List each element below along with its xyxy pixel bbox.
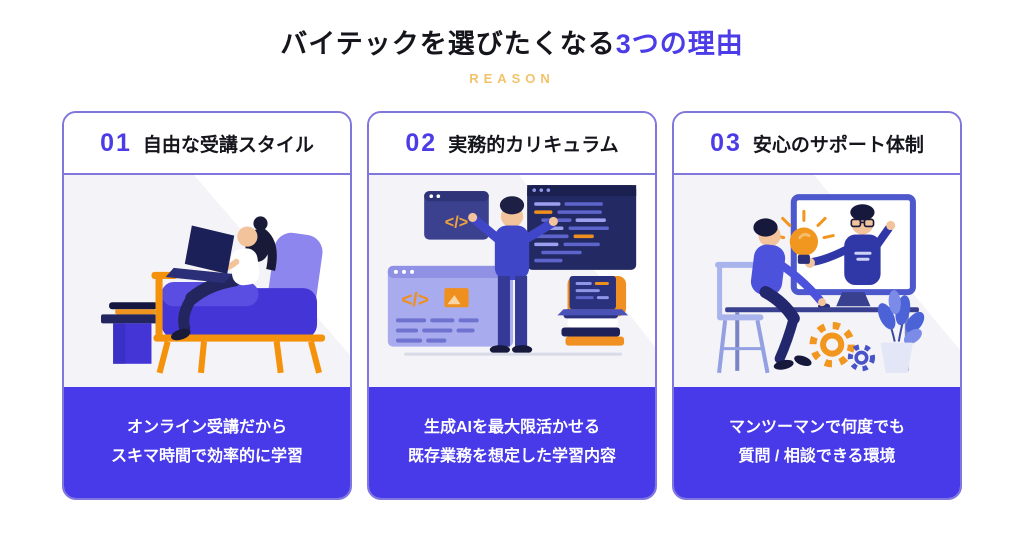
- card-3-header: 03 安心のサポート体制: [674, 113, 960, 174]
- woman-on-sofa-with-laptop-illustration: [64, 173, 350, 388]
- developer-with-code-windows-illustration: </>: [369, 173, 655, 388]
- online-mentor-support-illustration: [674, 173, 960, 388]
- card-3-desc-line-2: 質問 / 相談できる環境: [738, 447, 896, 465]
- card-2-number: 02: [405, 128, 438, 157]
- reason-cards-row: 01 自由な受講スタイル: [0, 111, 1024, 501]
- section-title-accent: 3つの理由: [615, 29, 744, 59]
- sofa-illustration-svg: [64, 175, 350, 388]
- reason-label: REASON: [469, 71, 555, 87]
- card-2-description: 生成AIを最大限活かせる 既存業務を想定した学習内容: [369, 387, 655, 499]
- card-1-desc-line-1: オンライン受講だから: [126, 419, 287, 437]
- reason-card-2: 02 実務的カリキュラム </>: [367, 111, 657, 501]
- card-1-title: 自由な受講スタイル: [142, 134, 314, 156]
- section-title: バイテックを選びたくなる3つの理由: [0, 28, 1024, 60]
- reason-card-1: 01 自由な受講スタイル: [62, 111, 352, 501]
- section-header: バイテックを選びたくなる3つの理由 REASON: [0, 0, 1024, 86]
- code-glyph: </>: [401, 291, 429, 312]
- card-2-header: 02 実務的カリキュラム: [369, 113, 655, 174]
- card-1-desc-line-2: スキマ時間で効率的に学習: [110, 447, 303, 465]
- card-1-number: 01: [100, 128, 132, 157]
- section-title-main: バイテックを選びたくなる: [280, 29, 616, 59]
- card-3-number: 03: [710, 128, 742, 157]
- reason-card-3: 03 安心のサポート体制: [672, 111, 962, 501]
- card-1-header: 01 自由な受講スタイル: [64, 113, 350, 174]
- card-2-desc-line-2: 既存業務を想定した学習内容: [407, 447, 616, 465]
- support-illustration-svg: [674, 175, 960, 388]
- code-glyph-small: </>: [445, 214, 468, 232]
- card-3-title: 安心のサポート体制: [752, 134, 924, 156]
- card-2-title: 実務的カリキュラム: [448, 134, 619, 156]
- card-2-desc-line-1: 生成AIを最大限活かせる: [423, 419, 600, 437]
- code-illustration-svg: </>: [369, 175, 655, 388]
- card-3-description: マンツーマンで何度でも 質問 / 相談できる環境: [674, 387, 960, 499]
- card-1-description: オンライン受講だから スキマ時間で効率的に学習: [64, 387, 350, 499]
- card-3-desc-line-1: マンツーマンで何度でも: [728, 419, 905, 437]
